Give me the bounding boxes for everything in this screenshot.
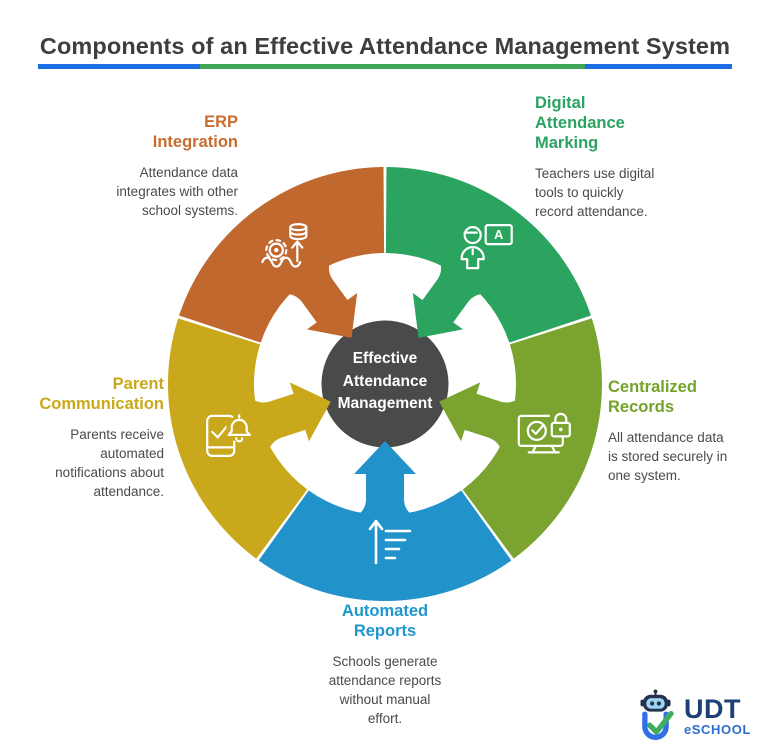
center-label: Effective Attendance Management [337, 350, 433, 412]
section-description: Attendance data integrates with other sc… [116, 165, 238, 218]
arrow-digital-attendance-marking [412, 244, 504, 338]
monitor-lock-icon [517, 411, 573, 454]
section-description: Schools generate attendance reports with… [328, 654, 442, 726]
logo-brand: UDT [683, 694, 741, 724]
section-description: All attendance data is stored securely i… [608, 430, 728, 483]
phone-bell-icon [206, 414, 253, 457]
logo-subtitle: eSCHOOL [683, 722, 751, 737]
title-underline [38, 64, 732, 69]
section-title: Automated Reports [341, 602, 429, 640]
underline-segment [199, 64, 585, 69]
arrow-automated-reports [339, 441, 431, 523]
underline-segment [584, 64, 732, 69]
section-automated-reports: Automated Reports Schools generate atten… [265, 601, 505, 728]
segment-digital-attendance-marking [385, 167, 591, 343]
section-parent-communication: Parent Communication Parents receive aut… [0, 374, 164, 501]
udt-eschool-logo: UDT eSCHOOL [632, 688, 751, 746]
report-lines-icon [368, 519, 412, 565]
segment-automated-reports [258, 490, 512, 601]
arrow-centralized-records [439, 382, 532, 471]
teacher-board-icon: A [460, 224, 513, 270]
svg-text:A: A [494, 227, 504, 242]
section-erp-integration: ERP Integration Attendance data integrat… [18, 112, 238, 220]
page-title: Components of an Effective Attendance Ma… [39, 33, 731, 59]
underline-segment [38, 64, 200, 69]
section-description: Teachers use digital tools to quickly re… [535, 166, 655, 219]
section-title: Parent Communication [39, 375, 164, 413]
section-title: ERP Integration [152, 113, 238, 151]
gear-database-icon [261, 223, 308, 268]
udt-robot-icon [640, 689, 674, 740]
section-centralized-records: Centralized Records All attendance data … [608, 377, 768, 485]
section-digital-attendance-marking: Digital Attendance Marking Teachers use … [535, 93, 755, 221]
section-description: Parents receive automated notifications … [55, 427, 164, 499]
arrow-parent-communication [238, 382, 331, 471]
center-circle [321, 320, 449, 448]
section-title: Centralized Records [608, 378, 697, 416]
arrow-erp-integration [266, 244, 358, 338]
section-title: Digital Attendance Marking [535, 94, 625, 152]
